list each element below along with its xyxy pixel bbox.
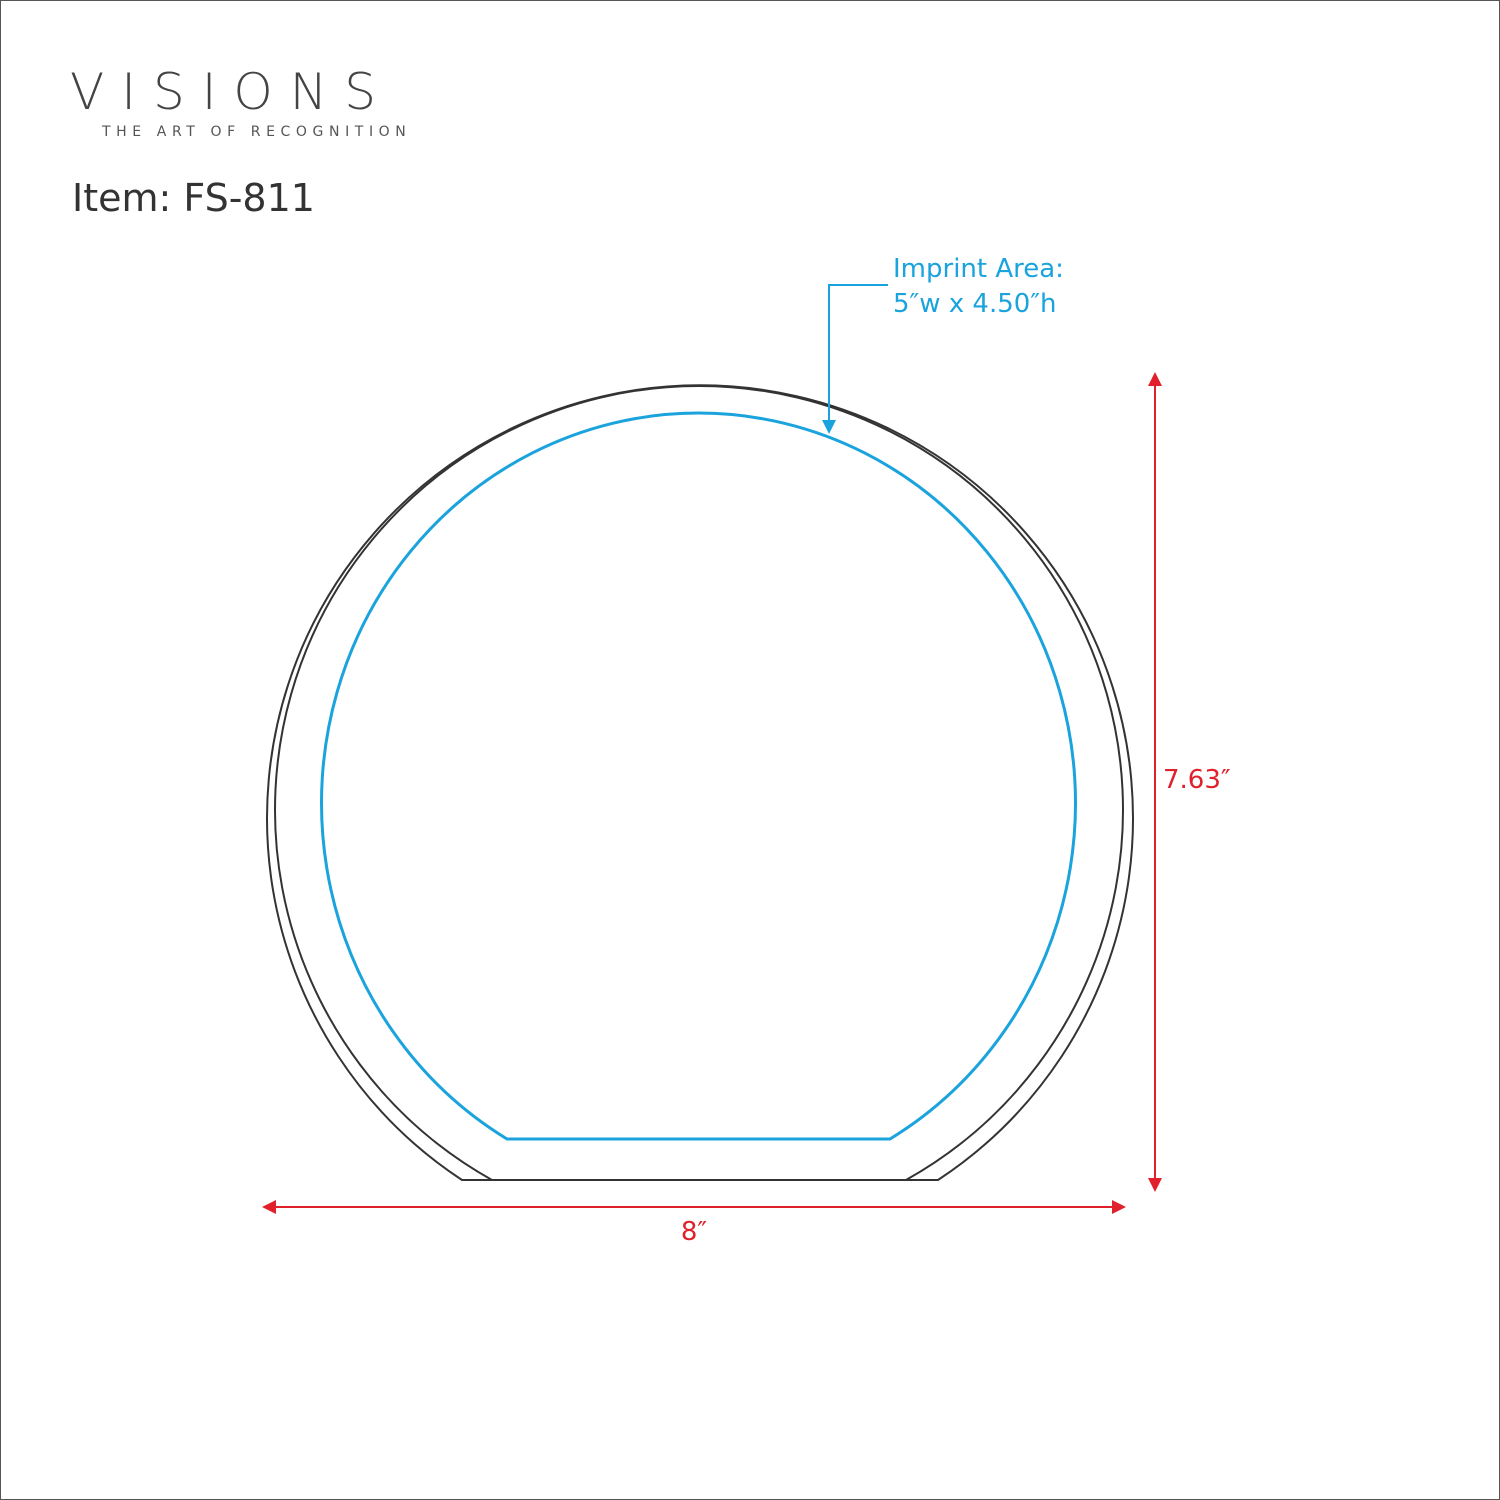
imprint-callout-leader xyxy=(822,284,888,434)
height-dimension-label: 7.63″ xyxy=(1163,765,1231,795)
brand-tagline: THE ART OF RECOGNITION xyxy=(102,124,412,140)
award-outer-outline xyxy=(266,384,1134,1181)
imprint-area-size: 5″w x 4.50″h xyxy=(893,289,1057,319)
width-dimension-label: 8″ xyxy=(681,1217,708,1247)
item-label: Item: FS-811 xyxy=(72,176,315,220)
brand-name: VISIONS xyxy=(70,63,393,121)
imprint-area-title: Imprint Area: xyxy=(893,254,1064,284)
award-inner-outline xyxy=(274,385,1124,1181)
imprint-area-outline xyxy=(320,411,1077,1141)
brand-logo: VISIONS THE ART OF RECOGNITION xyxy=(70,62,470,140)
